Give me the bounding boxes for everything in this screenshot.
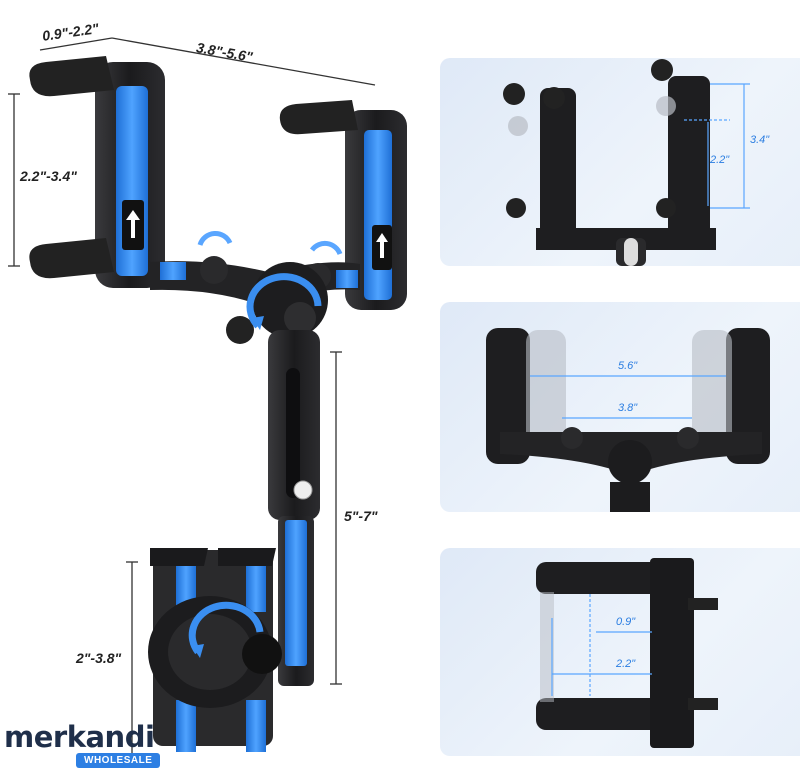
clip-width-panel: 5.6" 3.8" bbox=[440, 302, 800, 512]
panel-top-min: 2.2" bbox=[710, 154, 730, 166]
extension-arm bbox=[268, 330, 320, 686]
center-joint bbox=[150, 231, 360, 344]
panel-mid-min: 3.8" bbox=[618, 402, 638, 414]
logo-badge: WHOLESALE bbox=[76, 753, 161, 768]
panel-bot-max: 2.2" bbox=[616, 658, 636, 670]
merkandi-logo: merkandi WHOLESALE bbox=[4, 720, 161, 768]
panel-top-max: 3.4" bbox=[750, 134, 770, 146]
panel-bot-min: 0.9" bbox=[616, 616, 636, 628]
arm-length-label: 5"-7" bbox=[344, 508, 378, 524]
clip-depth-panel: 0.9" 2.2" bbox=[440, 548, 800, 756]
dimension-lines bbox=[8, 37, 376, 756]
left-clip bbox=[29, 56, 165, 288]
phone-holder bbox=[148, 548, 282, 752]
logo-word: merkandi bbox=[4, 720, 155, 754]
product-illustration bbox=[8, 37, 407, 756]
panel-mid-max: 5.6" bbox=[618, 360, 638, 372]
right-clip bbox=[279, 100, 407, 310]
clip-height-label: 2.2"-3.4" bbox=[20, 168, 77, 184]
holder-width-label: 2"-3.8" bbox=[76, 650, 122, 666]
clip-height-panel: 3.4" 2.2" bbox=[440, 58, 800, 266]
